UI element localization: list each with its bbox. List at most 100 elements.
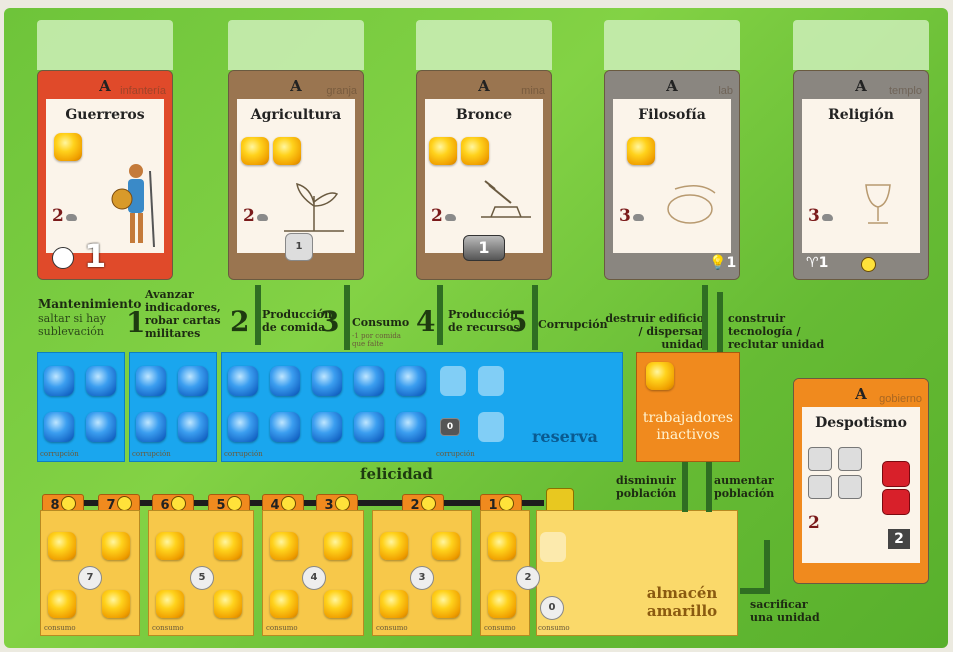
- maintenance-sub: saltar si hay sublevación: [38, 312, 106, 338]
- plant-sprout-icon: [284, 182, 344, 232]
- step4-text: Producción de recursos: [448, 308, 520, 334]
- culture-value: ♈1: [806, 255, 829, 271]
- happy-face-icon: [498, 496, 514, 511]
- step-number: 1: [126, 306, 146, 339]
- card-body: [425, 99, 543, 253]
- card-type: granja: [326, 85, 357, 97]
- science-value: 💡1: [709, 255, 737, 271]
- idle-workers-label: trabajadores inactivos: [642, 410, 734, 443]
- build-action: construir tecnología / reclutar unidad: [728, 312, 825, 351]
- gold-cube-icon: [461, 137, 489, 165]
- house-icon: 2: [888, 529, 910, 549]
- card-type: infantería: [120, 85, 166, 97]
- gold-cube-icon: [380, 590, 408, 618]
- resource-token-icon: 1: [463, 235, 505, 261]
- gold-cube-icon: [646, 362, 674, 390]
- card-name: Religión: [828, 107, 894, 123]
- reserve-label: reserva: [532, 427, 598, 446]
- gold-cube-icon: [241, 137, 269, 165]
- consumption-label: consumo: [376, 624, 408, 632]
- blue-token-icon: [178, 412, 208, 442]
- corruption-label: corrupción: [40, 450, 79, 458]
- rock-icon: [256, 214, 268, 221]
- card-age: A: [666, 77, 678, 95]
- card-name: Filosofía: [638, 107, 706, 123]
- warrior-figure-icon: [111, 164, 155, 248]
- card-header: [417, 71, 551, 99]
- rock-icon: [821, 214, 833, 221]
- blue-token-icon: [396, 366, 426, 396]
- arrow-up-icon: [717, 292, 723, 352]
- card-age: A: [478, 77, 490, 95]
- blue-token-icon: [86, 412, 116, 442]
- arrow-down-icon: [344, 285, 350, 350]
- white-token-icon: [838, 447, 862, 471]
- arrow-down-icon: [764, 540, 770, 592]
- happy-face-icon: [226, 496, 242, 511]
- gold-cube-icon: [102, 590, 130, 618]
- white-token-icon: [838, 475, 862, 499]
- corruption-label: corrupción: [224, 450, 263, 458]
- destroy-action: destruir edificio / dispersar unidad: [605, 312, 704, 351]
- gold-cube-icon: [48, 590, 76, 618]
- card-cost: 2: [52, 206, 77, 226]
- card-slot[interactable]: [793, 20, 929, 70]
- red-token-icon: [882, 461, 910, 487]
- card-philosophy[interactable]: A lab Filosofía 3 💡1: [604, 70, 740, 280]
- happy-face-icon: [334, 496, 350, 511]
- blue-token-icon: [354, 412, 384, 442]
- card-name: Bronce: [455, 107, 513, 123]
- consumption-marker-icon: 2: [516, 566, 540, 590]
- card-cost: 3: [619, 206, 644, 226]
- card-bronze[interactable]: A mina Bronce 2 1: [416, 70, 552, 280]
- food-token-icon: 1: [285, 233, 313, 261]
- card-slot[interactable]: [416, 20, 552, 70]
- rock-icon: [632, 214, 644, 221]
- card-slot[interactable]: [604, 20, 740, 70]
- card-cost: 2: [431, 206, 456, 226]
- sacrifice-action: sacrificar una unidad: [750, 598, 820, 624]
- blue-token-icon: [270, 412, 300, 442]
- card-despotism[interactable]: A gobierno Despotismo 2 2: [793, 378, 929, 584]
- gold-cube-icon: [273, 137, 301, 165]
- arrow-up-icon: [437, 285, 443, 345]
- corruption-label: corrupción: [436, 450, 475, 458]
- gold-cube-icon: [432, 532, 460, 560]
- card-header: [605, 71, 739, 99]
- gold-cube-icon: [214, 590, 242, 618]
- gold-cube-icon: [488, 532, 516, 560]
- card-header: [38, 71, 172, 99]
- blue-token-icon: [44, 412, 74, 442]
- card-slot[interactable]: [37, 20, 173, 70]
- card-warriors[interactable]: A infantería Guerreros 2 1: [37, 70, 173, 280]
- blue-token-icon: [396, 412, 426, 442]
- card-age: A: [855, 77, 867, 95]
- arrow-down-icon: [702, 285, 708, 350]
- card-name: Agricultura: [250, 107, 342, 123]
- military-strength: 1: [84, 237, 107, 275]
- arrow-down-icon: [682, 462, 688, 512]
- card-type: mina: [521, 85, 545, 97]
- gold-cube-icon: [432, 590, 460, 618]
- rock-icon: [65, 214, 77, 221]
- gold-cube-icon: [54, 133, 82, 161]
- card-name: Guerreros: [65, 107, 145, 123]
- consumption-marker-icon: 7: [78, 566, 102, 590]
- card-agriculture[interactable]: A granja Agricultura 2 1: [228, 70, 364, 280]
- card-type: gobierno: [879, 393, 922, 405]
- step3-sub: -1 por comida que falte: [352, 332, 401, 348]
- card-cost: 2: [808, 513, 820, 533]
- consumption-marker-icon: 4: [302, 566, 326, 590]
- card-age: A: [290, 77, 302, 95]
- arrow-left-icon: [740, 588, 770, 594]
- gold-cube-icon: [429, 137, 457, 165]
- consumption-label: consumo: [44, 624, 76, 632]
- card-body: [46, 99, 164, 253]
- card-slot[interactable]: [228, 20, 364, 70]
- card-body: [613, 99, 731, 253]
- card-religion[interactable]: A templo Religión 3 ♈1: [793, 70, 929, 280]
- arrow-up-icon: [255, 285, 261, 345]
- blue-token-icon: [312, 412, 342, 442]
- gold-cube-icon: [102, 532, 130, 560]
- blue-token-icon: [228, 412, 258, 442]
